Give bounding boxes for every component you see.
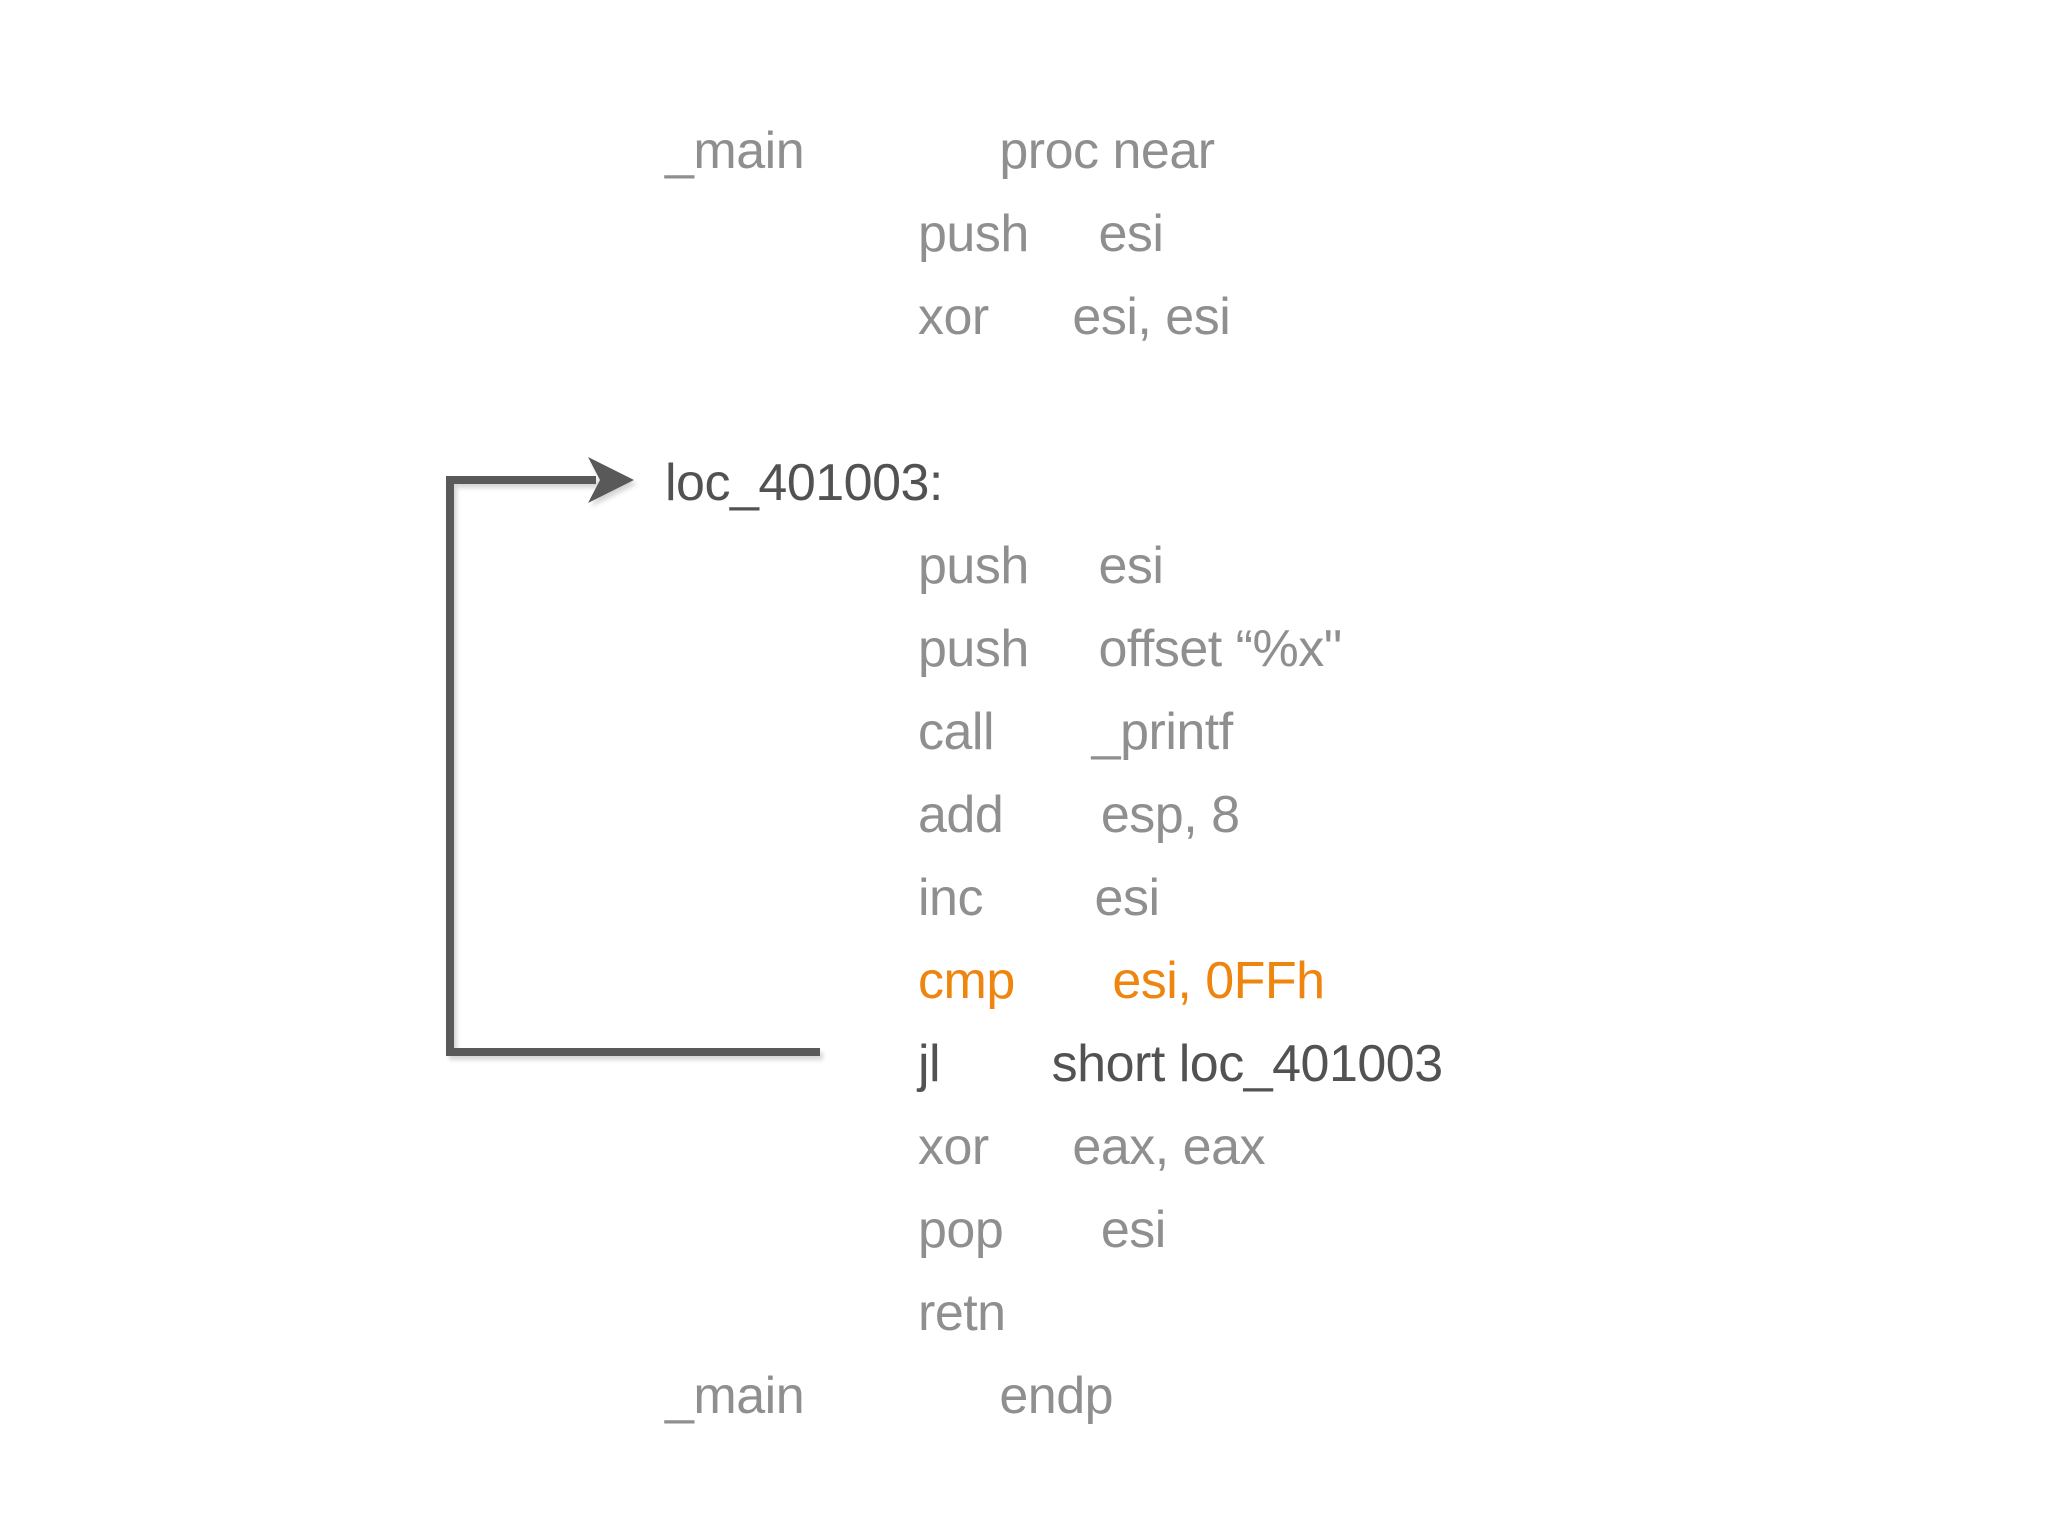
line-blank bbox=[0, 359, 2048, 442]
line-push-esi-1: push esi bbox=[918, 205, 1164, 263]
line-inc-esi: inc esi bbox=[918, 869, 1160, 927]
line-main-endp: _main endp bbox=[665, 1367, 1114, 1425]
line-push-offset: push offset “%x" bbox=[918, 620, 1342, 678]
assembly-listing: _main proc near push esi xor esi, esi loc_4… bbox=[0, 110, 2048, 1438]
line-cmp-esi: cmp esi, 0FFh bbox=[918, 952, 1325, 1010]
line-main-proc: _main proc near bbox=[665, 122, 1215, 180]
line-loc-401003: loc_401003: bbox=[665, 454, 943, 512]
line-retn: retn bbox=[918, 1284, 1006, 1342]
line-pop-esi: pop esi bbox=[918, 1201, 1166, 1259]
line-call-printf: call _printf bbox=[918, 703, 1233, 761]
line-xor-eax: xor eax, eax bbox=[918, 1118, 1266, 1176]
line-jl-short: jl short loc_401003 bbox=[918, 1035, 1443, 1093]
line-xor-esi: xor esi, esi bbox=[918, 288, 1231, 346]
line-add-esp: add esp, 8 bbox=[918, 786, 1240, 844]
line-push-esi-2: push esi bbox=[918, 537, 1164, 595]
